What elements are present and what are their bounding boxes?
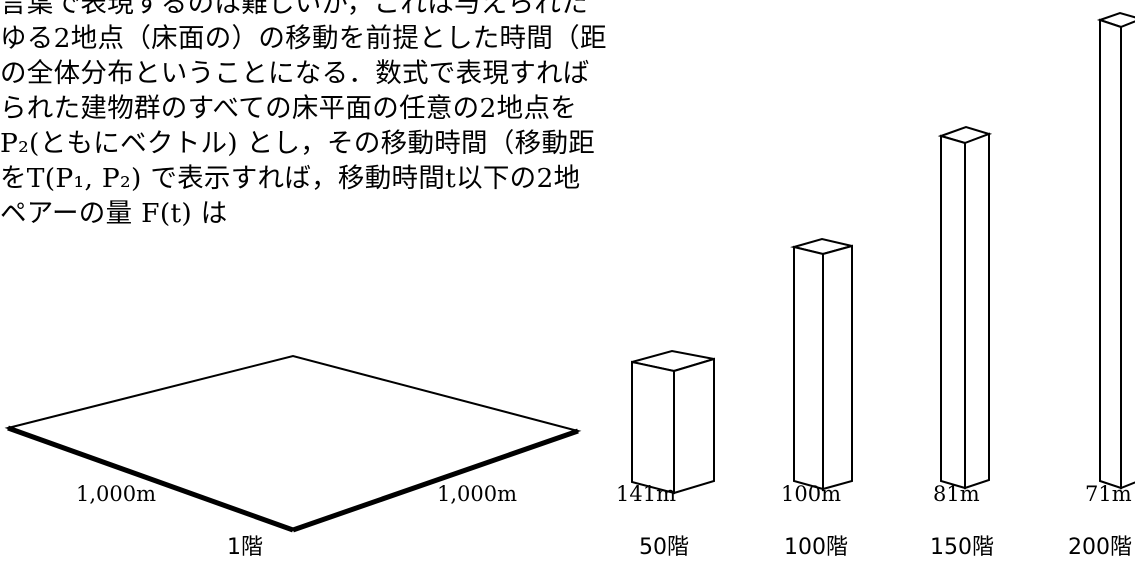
tower-200-floors-label: 200階 bbox=[1068, 535, 1132, 560]
text-line-5: P₂(ともにベクトル) とし，その移動時間（移動距 bbox=[0, 128, 596, 159]
text-line-1: 言葉で表現するのは難しいが，これは与えられた bbox=[0, 0, 589, 19]
tower-150-floors-label: 150階 bbox=[930, 535, 994, 560]
tower-150-left-face bbox=[940, 134, 966, 490]
tower-100-floors: 100m 100階 bbox=[781, 237, 853, 560]
text-line-4: られた建物群のすべての床平面の任意の2地点を bbox=[0, 93, 578, 124]
tower-200-right-face bbox=[1120, 20, 1135, 490]
floor-plate-side-a-label: 1,000m bbox=[76, 482, 156, 506]
floor-plate-front-right-edge bbox=[292, 428, 579, 533]
text-line-7: ペアーの量 F(t) は bbox=[0, 198, 228, 229]
tower-200-floors: 71m 200階 bbox=[1068, 11, 1135, 560]
body-text: 言葉で表現するのは難しいが，これは与えられた ゆる2地点（床面の）の移動を前提と… bbox=[0, 0, 607, 231]
tower-50-floors: 141m 50階 bbox=[616, 349, 715, 560]
tower-200-side-label: 71m bbox=[1085, 482, 1132, 506]
tower-100-left-face bbox=[793, 245, 824, 491]
text-line-6: をT(P₁, P₂) で表示すれば，移動時間t以下の2地 bbox=[0, 163, 581, 194]
tower-150-floors: 81m 150階 bbox=[930, 125, 994, 560]
tower-200-left-face bbox=[1099, 18, 1122, 490]
tower-50-right-face bbox=[673, 357, 715, 495]
tower-50-side-label: 141m bbox=[616, 482, 676, 506]
tower-100-floors-label: 100階 bbox=[784, 535, 848, 560]
tower-100-side-label: 100m bbox=[781, 482, 841, 506]
floor-plate-front-left-edge bbox=[7, 425, 294, 533]
text-line-2: ゆる2地点（床面の）の移動を前提とした時間（距 bbox=[0, 23, 607, 54]
text-line-3: の全体分布ということになる．数式で表現すれば bbox=[0, 58, 590, 89]
floor-plate-floors-label: 1階 bbox=[227, 535, 263, 560]
tower-150-side-label: 81m bbox=[933, 482, 980, 506]
floor-plate-side-b-label: 1,000m bbox=[437, 482, 517, 506]
tower-150-right-face bbox=[964, 132, 990, 490]
floor-plate: 1,000m 1,000m 1階 bbox=[4, 354, 582, 560]
tower-100-right-face bbox=[822, 244, 853, 491]
tower-50-floors-label: 50階 bbox=[639, 535, 689, 560]
tower-50-left-face bbox=[631, 360, 675, 495]
